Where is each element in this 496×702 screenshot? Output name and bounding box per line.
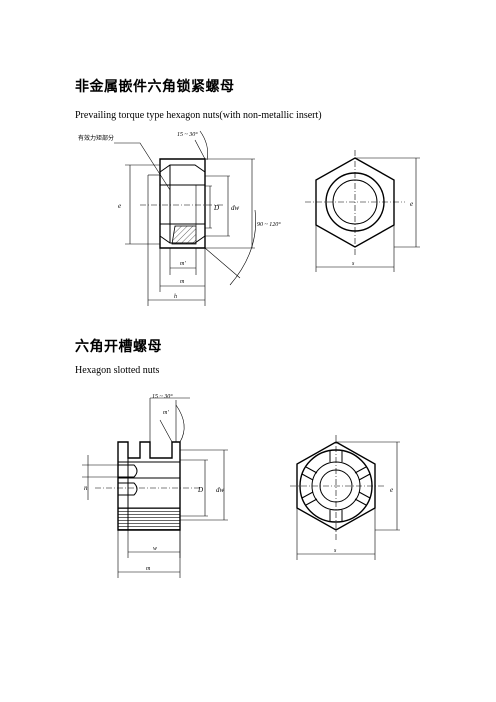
dim-m-label: m	[180, 279, 185, 285]
section1-title-zh: 非金属嵌件六角锁紧螺母	[75, 79, 235, 95]
insert-note-label: 有效力矩部分	[78, 134, 114, 142]
nylon-insert-hatch	[171, 225, 197, 245]
dim-dw-label: dw	[231, 204, 240, 212]
slotted-n-label: n	[84, 484, 88, 492]
dim-m-prime-label: m'	[180, 261, 186, 267]
angle-bottom-label: 90 ~ 120°	[257, 221, 281, 228]
section1-title-en: Prevailing torque type hexagon nuts(with…	[75, 110, 322, 121]
slotted-D-label: D	[197, 486, 203, 494]
slotted-hex-outline	[296, 441, 376, 531]
slot-marks	[301, 450, 371, 522]
dim-s-label: s	[352, 261, 355, 267]
slotted-angle-label: 15 ~ 30°	[152, 393, 173, 400]
slotted-w-label: w	[153, 546, 157, 552]
slotted-m-prime-label: m'	[163, 410, 169, 416]
dim-e-right-label: e	[410, 200, 413, 208]
section2-title-zh: 六角开槽螺母	[75, 339, 162, 355]
slotted-m-label: m	[146, 566, 151, 572]
dim-h-label: h	[174, 294, 177, 300]
slotted-dw-label: dw	[216, 486, 225, 494]
slot-notch	[118, 464, 138, 478]
section2-title-en: Hexagon slotted nuts	[75, 365, 160, 376]
slotted-e-label: e	[390, 486, 393, 494]
dim-e-label: e	[118, 202, 121, 210]
dim-D-label: D	[213, 204, 219, 212]
angle-top-label: 15 ~ 30°	[177, 131, 198, 138]
slotted-s-label: s	[334, 548, 337, 554]
